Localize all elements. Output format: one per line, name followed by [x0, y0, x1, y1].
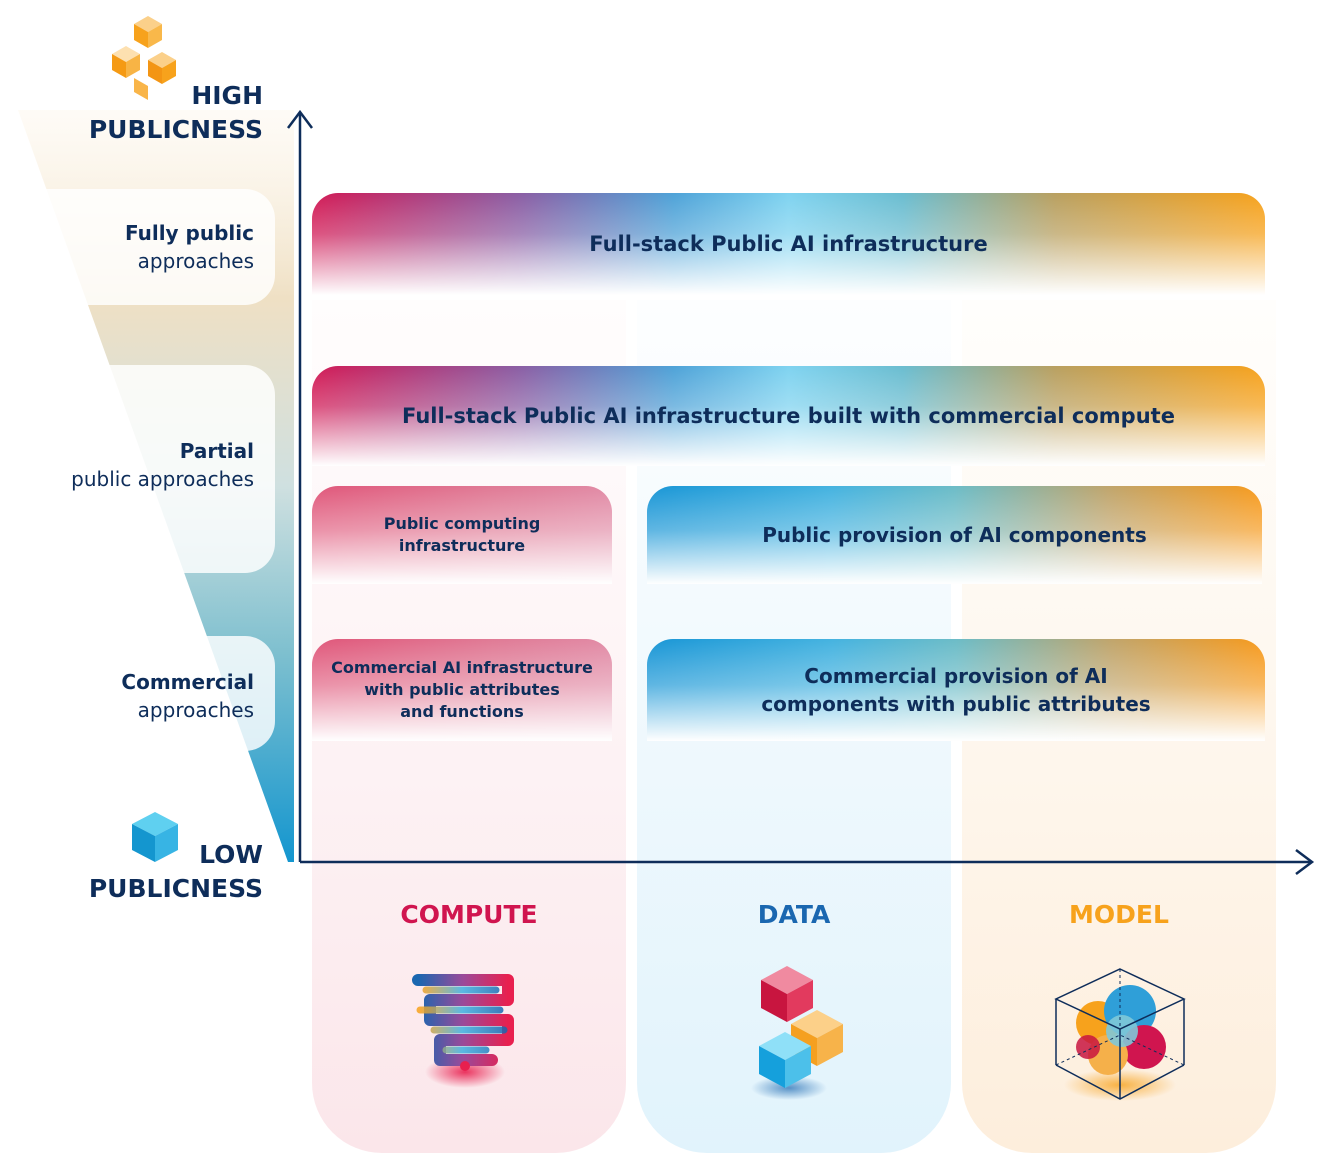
high-label-line2: PUBLICNESS [88, 115, 263, 144]
commercial-ai-line3: and functions [400, 702, 524, 721]
low-publicness-label: LOW PUBLICNESS [80, 838, 263, 906]
fully-public-panel [20, 189, 275, 305]
low-publicness-cube-icon [132, 812, 178, 862]
commercial-panel [20, 636, 275, 751]
public-computing-line2: infrastructure [398, 536, 526, 555]
compute-column-title: COMPUTE [400, 900, 538, 929]
high-label-line1: HIGH [191, 81, 263, 110]
band-full-stack: Full-stack Public AI infrastructure [312, 193, 1265, 295]
compute-pipes-icon [412, 974, 514, 1088]
fully-public-bold: Fully public [124, 221, 254, 245]
partial-rest: public approaches [71, 467, 254, 491]
commercial-ai-line1: Commercial AI infrastructure [331, 658, 593, 677]
fully-public-rest: approaches [137, 249, 254, 273]
band-full-stack-text: Full-stack Public AI infrastructure [589, 232, 988, 256]
low-label-line2: PUBLICNESS [88, 874, 263, 903]
model-cube-icon [1054, 968, 1186, 1101]
commercial-rest: approaches [137, 698, 254, 722]
model-column-title: MODEL [1069, 900, 1169, 929]
data-column-title: DATA [757, 900, 831, 929]
partial-public-panel [20, 365, 275, 573]
band-public-provision: Public provision of AI components [647, 486, 1262, 584]
commercial-bold: Commercial [121, 670, 254, 694]
public-provision-text: Public provision of AI components [762, 523, 1147, 547]
high-publicness-label: HIGH PUBLICNESS [80, 79, 263, 147]
band-full-stack-commercial-text: Full-stack Public AI infrastructure buil… [402, 404, 1175, 428]
band-commercial-provision: Commercial provision of AI components wi… [647, 639, 1265, 741]
commercial-provision-line1: Commercial provision of AI [804, 664, 1108, 688]
fully-public-label: Fully public approaches [125, 219, 254, 275]
commercial-ai-line2: with public attributes [364, 680, 560, 699]
partial-public-label: Partial public approaches [71, 437, 254, 493]
band-commercial-ai-infrastructure: Commercial AI infrastructure with public… [312, 639, 612, 741]
data-cubes-icon [751, 966, 843, 1100]
partial-bold: Partial [179, 439, 254, 463]
band-full-stack-commercial-compute: Full-stack Public AI infrastructure buil… [312, 366, 1265, 466]
commercial-label: Commercial approaches [121, 668, 254, 724]
band-public-computing: Public computing infrastructure [312, 486, 612, 584]
commercial-provision-line2: components with public attributes [761, 692, 1151, 716]
public-computing-line1: Public computing [383, 514, 541, 533]
low-label-line1: LOW [199, 840, 263, 869]
high-publicness-cubes-icon [112, 16, 176, 100]
